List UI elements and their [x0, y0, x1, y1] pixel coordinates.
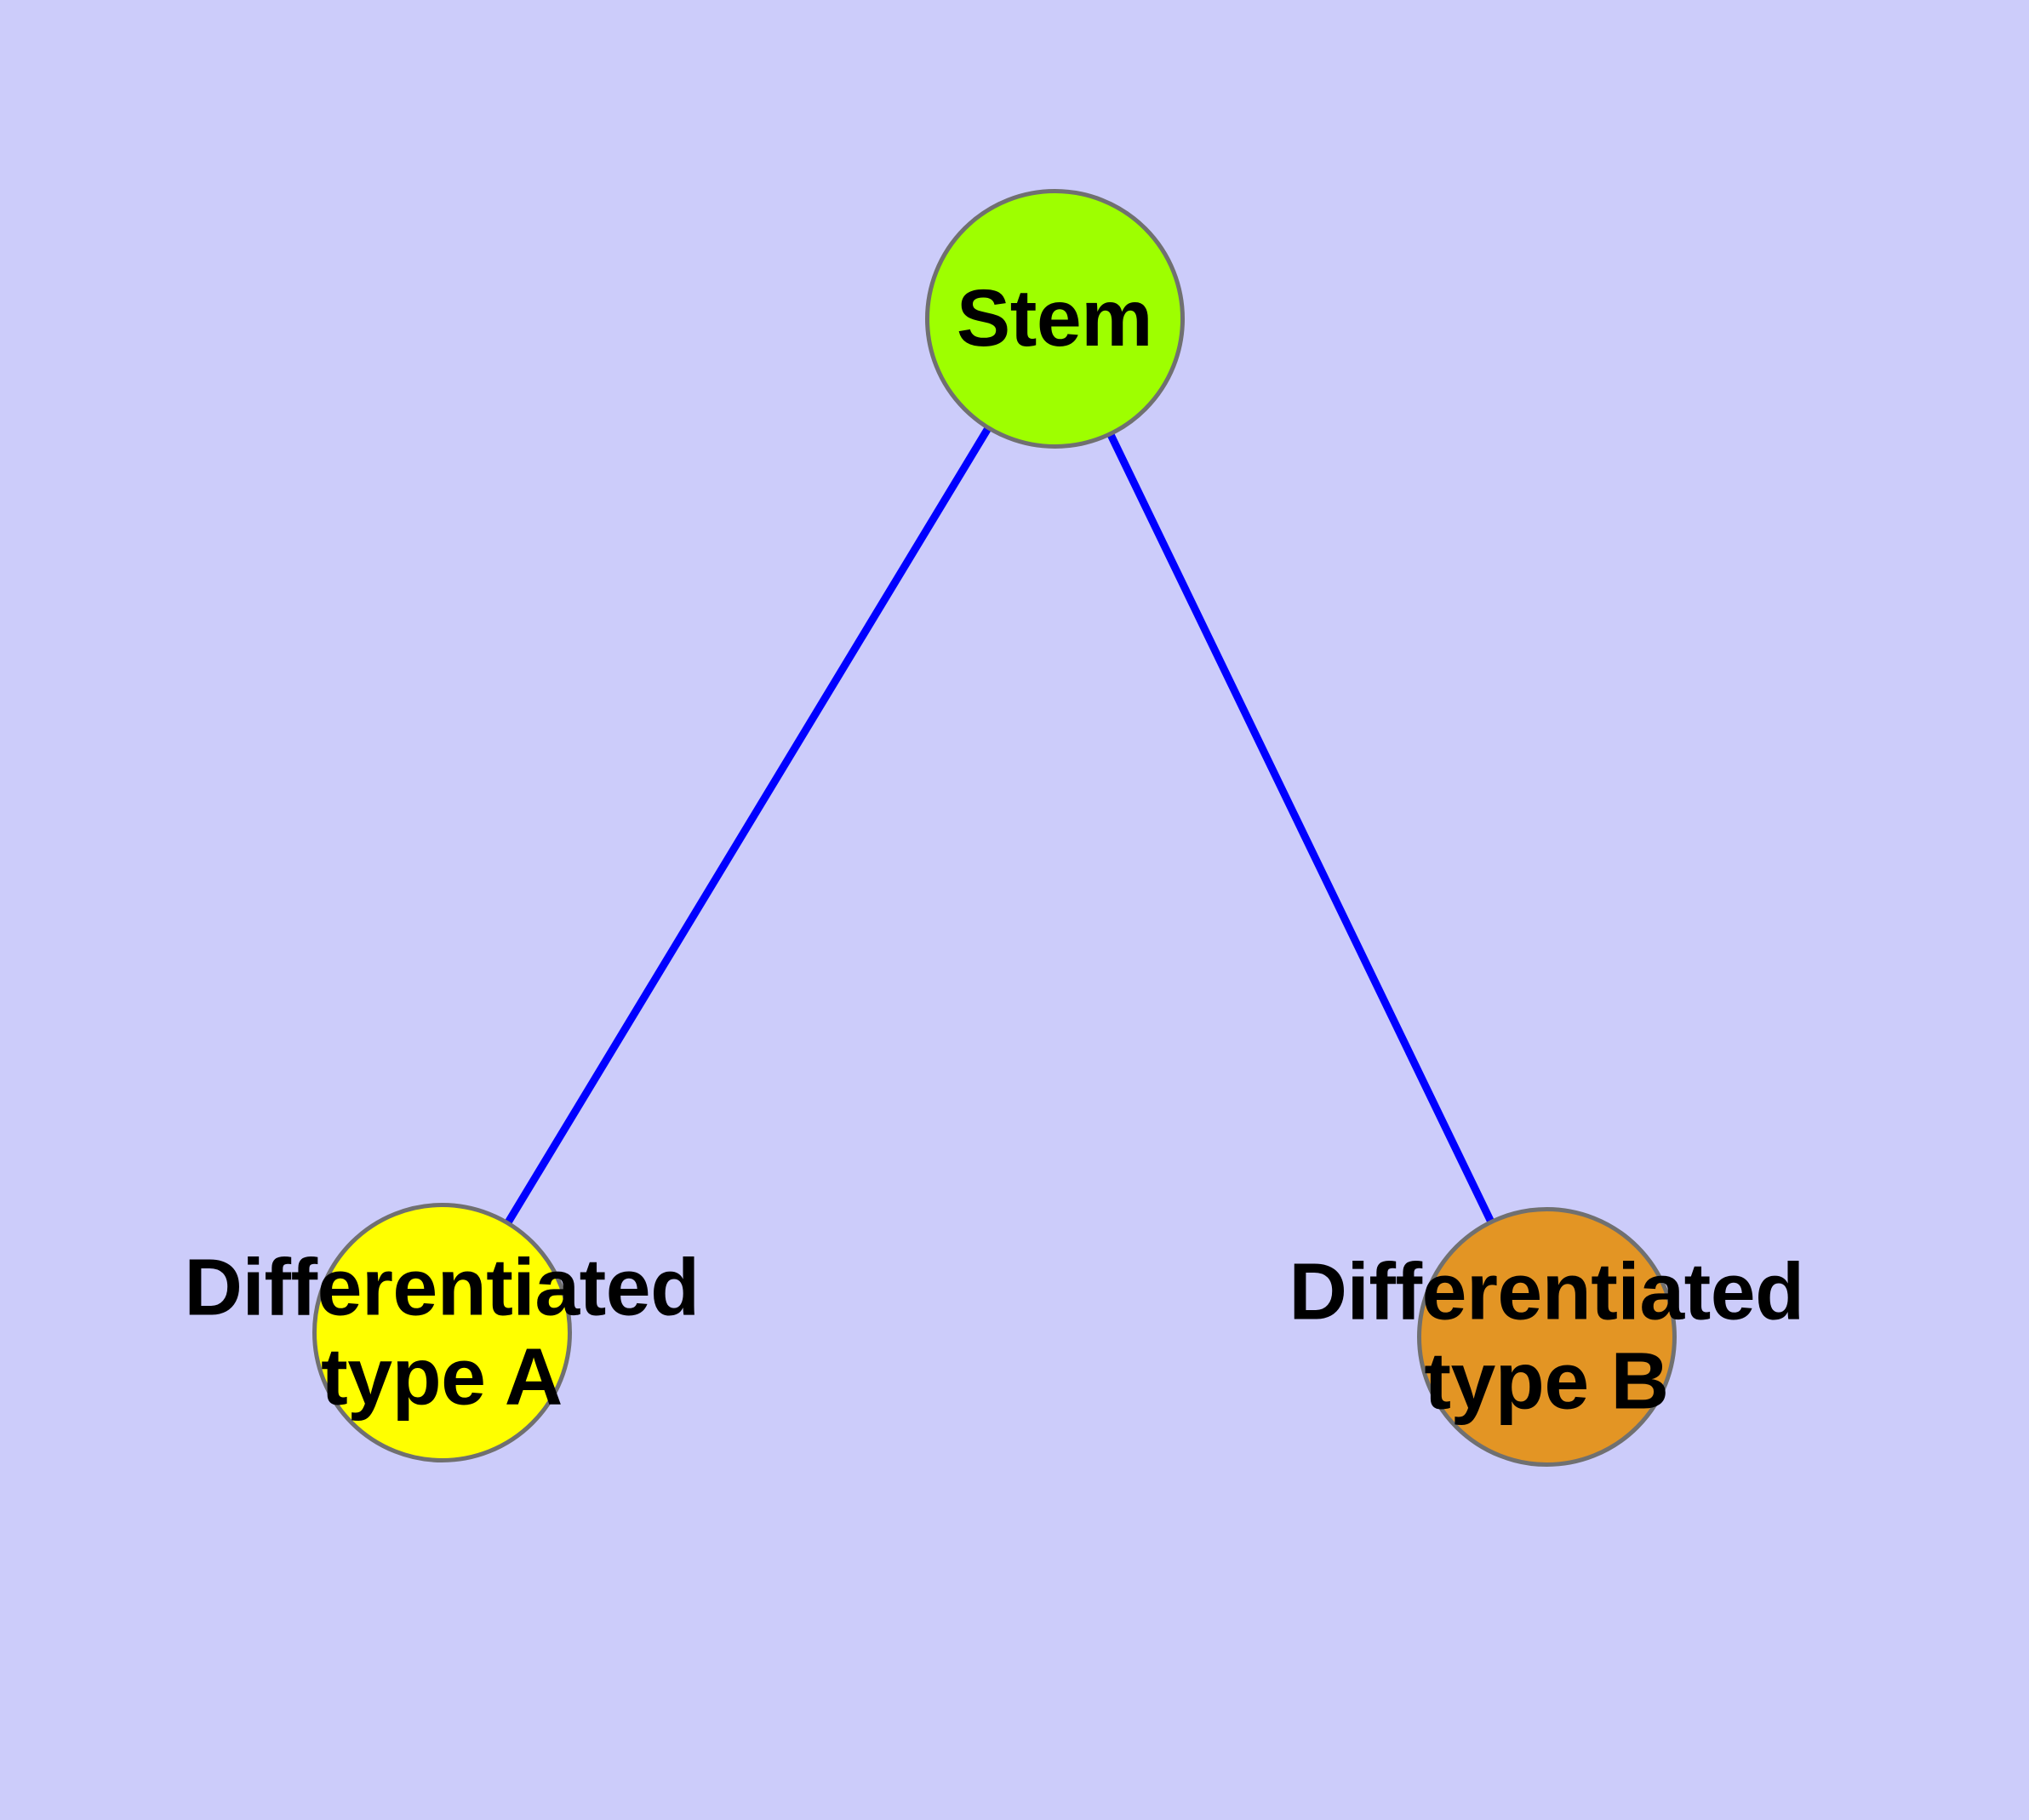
node-differentiated-type-b-circle[interactable] — [1416, 1206, 1677, 1467]
node-stem[interactable]: Stem — [924, 188, 1185, 449]
node-stem-label: Stem — [956, 272, 1153, 363]
node-differentiated-type-a-label: Differentiated type A — [184, 1242, 700, 1422]
node-differentiated-type-b-label: Differentiated type B — [1289, 1246, 1804, 1426]
node-differentiated-type-a[interactable]: Differentiated type A — [184, 1202, 700, 1462]
node-differentiated-type-a-circle[interactable] — [311, 1202, 572, 1462]
node-stem-circle[interactable] — [924, 188, 1185, 449]
edge-stem-to-differentiated-type-b — [1050, 317, 1551, 1338]
edge-stem-to-differentiated-type-a — [438, 316, 1058, 1335]
node-differentiated-type-b[interactable]: Differentiated type B — [1289, 1206, 1804, 1467]
